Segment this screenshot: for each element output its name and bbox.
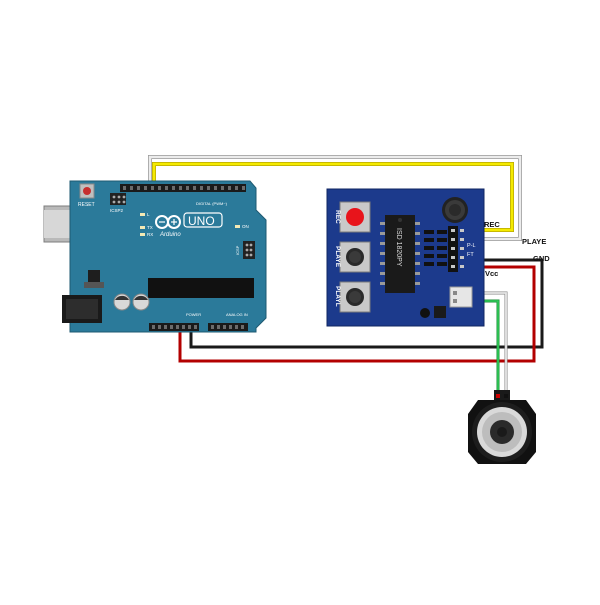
speaker — [468, 390, 536, 464]
playe-button-label: PLAYE — [334, 246, 341, 268]
icsp-label: ICSP — [235, 245, 240, 255]
isd1820-chip: ISD 1820PY — [380, 215, 420, 293]
rec-button-label: REC — [334, 210, 341, 224]
indicator-led — [420, 308, 430, 318]
digital-label: DIGITAL (PWM~) — [196, 201, 228, 206]
on-label: ON — [242, 224, 249, 229]
isd1820-module: REC PLAYE PLAYL ISD 1820PY — [326, 188, 485, 327]
chip-label: ISD 1820PY — [395, 228, 402, 267]
conn-label-playe: PLAYE — [522, 237, 546, 246]
led-l-label: L — [147, 212, 150, 217]
wire-playe — [148, 155, 522, 241]
analog-header — [208, 323, 248, 331]
icsp2-label: ICSP2 — [110, 208, 124, 213]
wire-rec — [152, 162, 514, 232]
rec-button — [339, 201, 371, 233]
reset-label: RESET — [78, 202, 95, 208]
wire-vcc — [178, 265, 536, 363]
conn-label-rec: REC — [484, 220, 500, 229]
conn-label-vcc: Vcc — [485, 269, 498, 278]
uno-badge — [183, 212, 223, 228]
wire-gnd — [189, 258, 544, 349]
digital-header — [120, 184, 246, 192]
playl-button — [339, 281, 371, 313]
atmega-chip — [148, 278, 254, 298]
analog-label: ANALOG IN — [226, 312, 248, 317]
led-rx — [140, 233, 145, 236]
led-on — [235, 225, 240, 228]
power-label: POWER — [186, 312, 201, 317]
uno-label: UNO — [188, 214, 215, 228]
arduino-logo — [155, 215, 181, 229]
arduino-uno-board: RESET ICSP2 DIGITAL (PWM~) ICSP L — [43, 180, 267, 333]
conn-label-gnd: GND — [533, 254, 550, 263]
reset-button-cap — [83, 187, 91, 195]
icsp2-header — [110, 193, 126, 205]
led-rx-label: RX — [147, 232, 153, 237]
module-pin-header — [448, 226, 464, 272]
brand-label: Arduino — [159, 232, 181, 238]
speaker-terminals — [494, 390, 510, 400]
smd-components — [420, 230, 447, 318]
voltage-regulator — [88, 270, 100, 284]
led-tx — [140, 226, 145, 229]
playl-button-label: PLAYL — [334, 286, 341, 307]
led-l — [140, 213, 145, 216]
led-tx-label: TX — [147, 225, 153, 230]
power-header — [149, 323, 199, 331]
icsp-header — [243, 241, 255, 259]
speaker-connector — [449, 286, 473, 308]
playe-button — [339, 241, 371, 273]
pin-label-pl: P-L — [467, 243, 476, 249]
pin-label-ft: FT — [467, 252, 474, 258]
